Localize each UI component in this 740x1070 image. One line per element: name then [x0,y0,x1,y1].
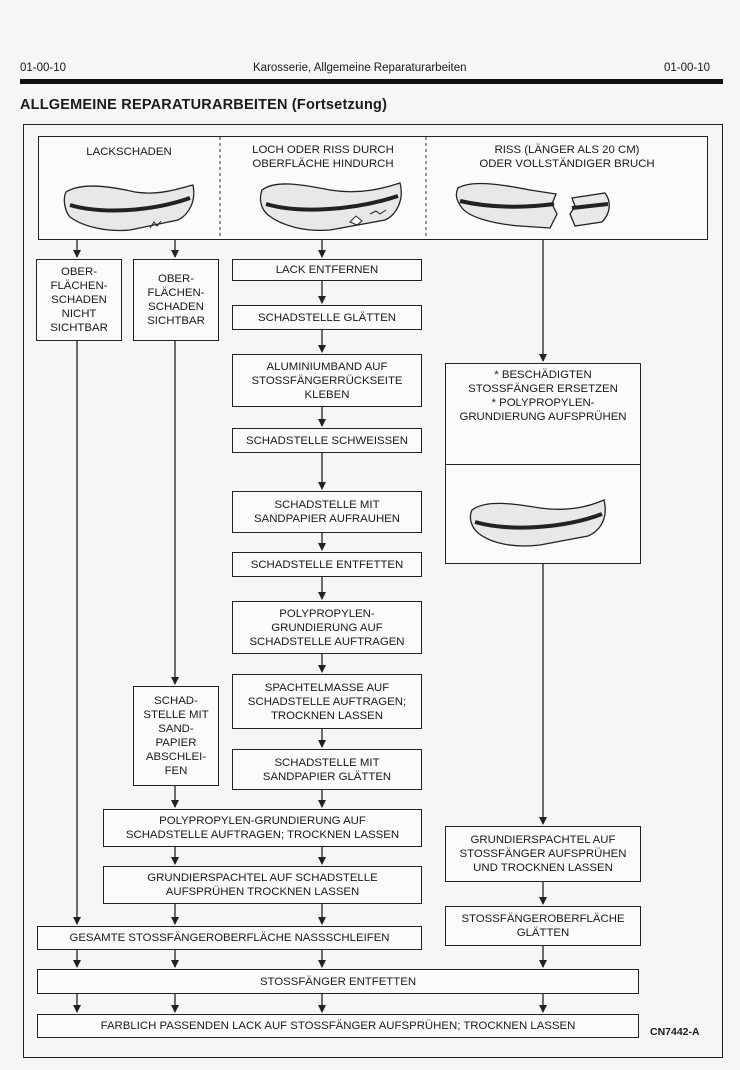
figure-code: CN7442-A [650,1026,700,1038]
step-remove-paint: LACK ENTFERNEN [232,259,422,281]
section-title: ALLGEMEINE REPARATURARBEITEN (Fortsetzun… [20,97,388,113]
step-roughen: SCHADSTELLE MIT SANDPAPIER AUFRAUHEN [232,491,422,533]
step-pp-primer-apply: POLYPROPYLEN- GRUNDIERUNG AUF SCHADSTELL… [232,601,422,654]
step-filler: SPACHTELMASSE AUF SCHADSTELLE AUFTRAGEN;… [232,674,422,729]
step-surface-damage-visible: OBER- FLÄCHEN- SCHADEN SICHTBAR [133,259,219,341]
step-sand-off: SCHAD- STELLE MIT SAND- PAPIER ABSCHLEI-… [133,686,219,786]
step-smooth-bumper-surface: STOSSFÄNGEROBERFLÄCHE GLÄTTEN [445,906,641,946]
header-hole-crack: LOCH ODER RISS DURCH OBERFLÄCHE HINDURCH [252,144,394,170]
step-degrease-damage: SCHADSTELLE ENTFETTEN [232,552,422,577]
step-sand-smooth: SCHADSTELLE MIT SANDPAPIER GLÄTTEN [232,749,422,790]
header-paint-damage: LACKSCHADEN [86,146,172,158]
header-long-crack: RISS (LÄNGER ALS 20 CM) ODER VOLLSTÄNDIG… [479,144,655,170]
step-replace-bumper: * BESCHÄDIGTEN STOSSFÄNGER ERSETZEN * PO… [445,363,641,465]
step-pp-primer-dry: POLYPROPYLEN-GRUNDIERUNG AUF SCHADSTELLE… [103,809,422,847]
page-code-right: 01-00-10 [664,62,711,74]
step-final-paint: FARBLICH PASSENDEN LACK AUF STOSSFÄNGER … [37,1014,639,1038]
bumper-illustration-replaced [469,499,606,547]
page-code-left: 01-00-10 [20,62,67,74]
step-degrease-bumper: STOSSFÄNGER ENTFETTEN [37,969,639,994]
column-dividers [219,137,427,239]
bumper-illustration-paint [63,184,195,232]
diagram-frame [23,124,723,1058]
step-aluminium-tape: ALUMINIUMBAND AUF STOSSFÄNGERRÜCKSEITE K… [232,354,422,407]
bumper-illustration-broken [455,182,610,229]
step-wet-sand: GESAMTE STOSSFÄNGEROBERFLÄCHE NASSSCHLEI… [37,926,422,950]
step-surface-damage-not-visible: OBER- FLÄCHEN- SCHADEN NICHT SICHTBAR [36,259,122,341]
step-weld: SCHADSTELLE SCHWEISSEN [232,428,422,453]
chapter-title: Karosserie, Allgemeine Reparaturarbeiten [253,62,467,74]
step-primer-filler-bumper: GRUNDIERSPACHTEL AUF STOSSFÄNGER AUFSPRÜ… [445,826,641,882]
step-smooth-damage: SCHADSTELLE GLÄTTEN [232,305,422,330]
header-rule [20,79,723,84]
step-primer-filler-damage: GRUNDIERSPACHTEL AUF SCHADSTELLE AUFSPRÜ… [103,866,422,904]
bumper-illustration-hole [259,182,402,232]
